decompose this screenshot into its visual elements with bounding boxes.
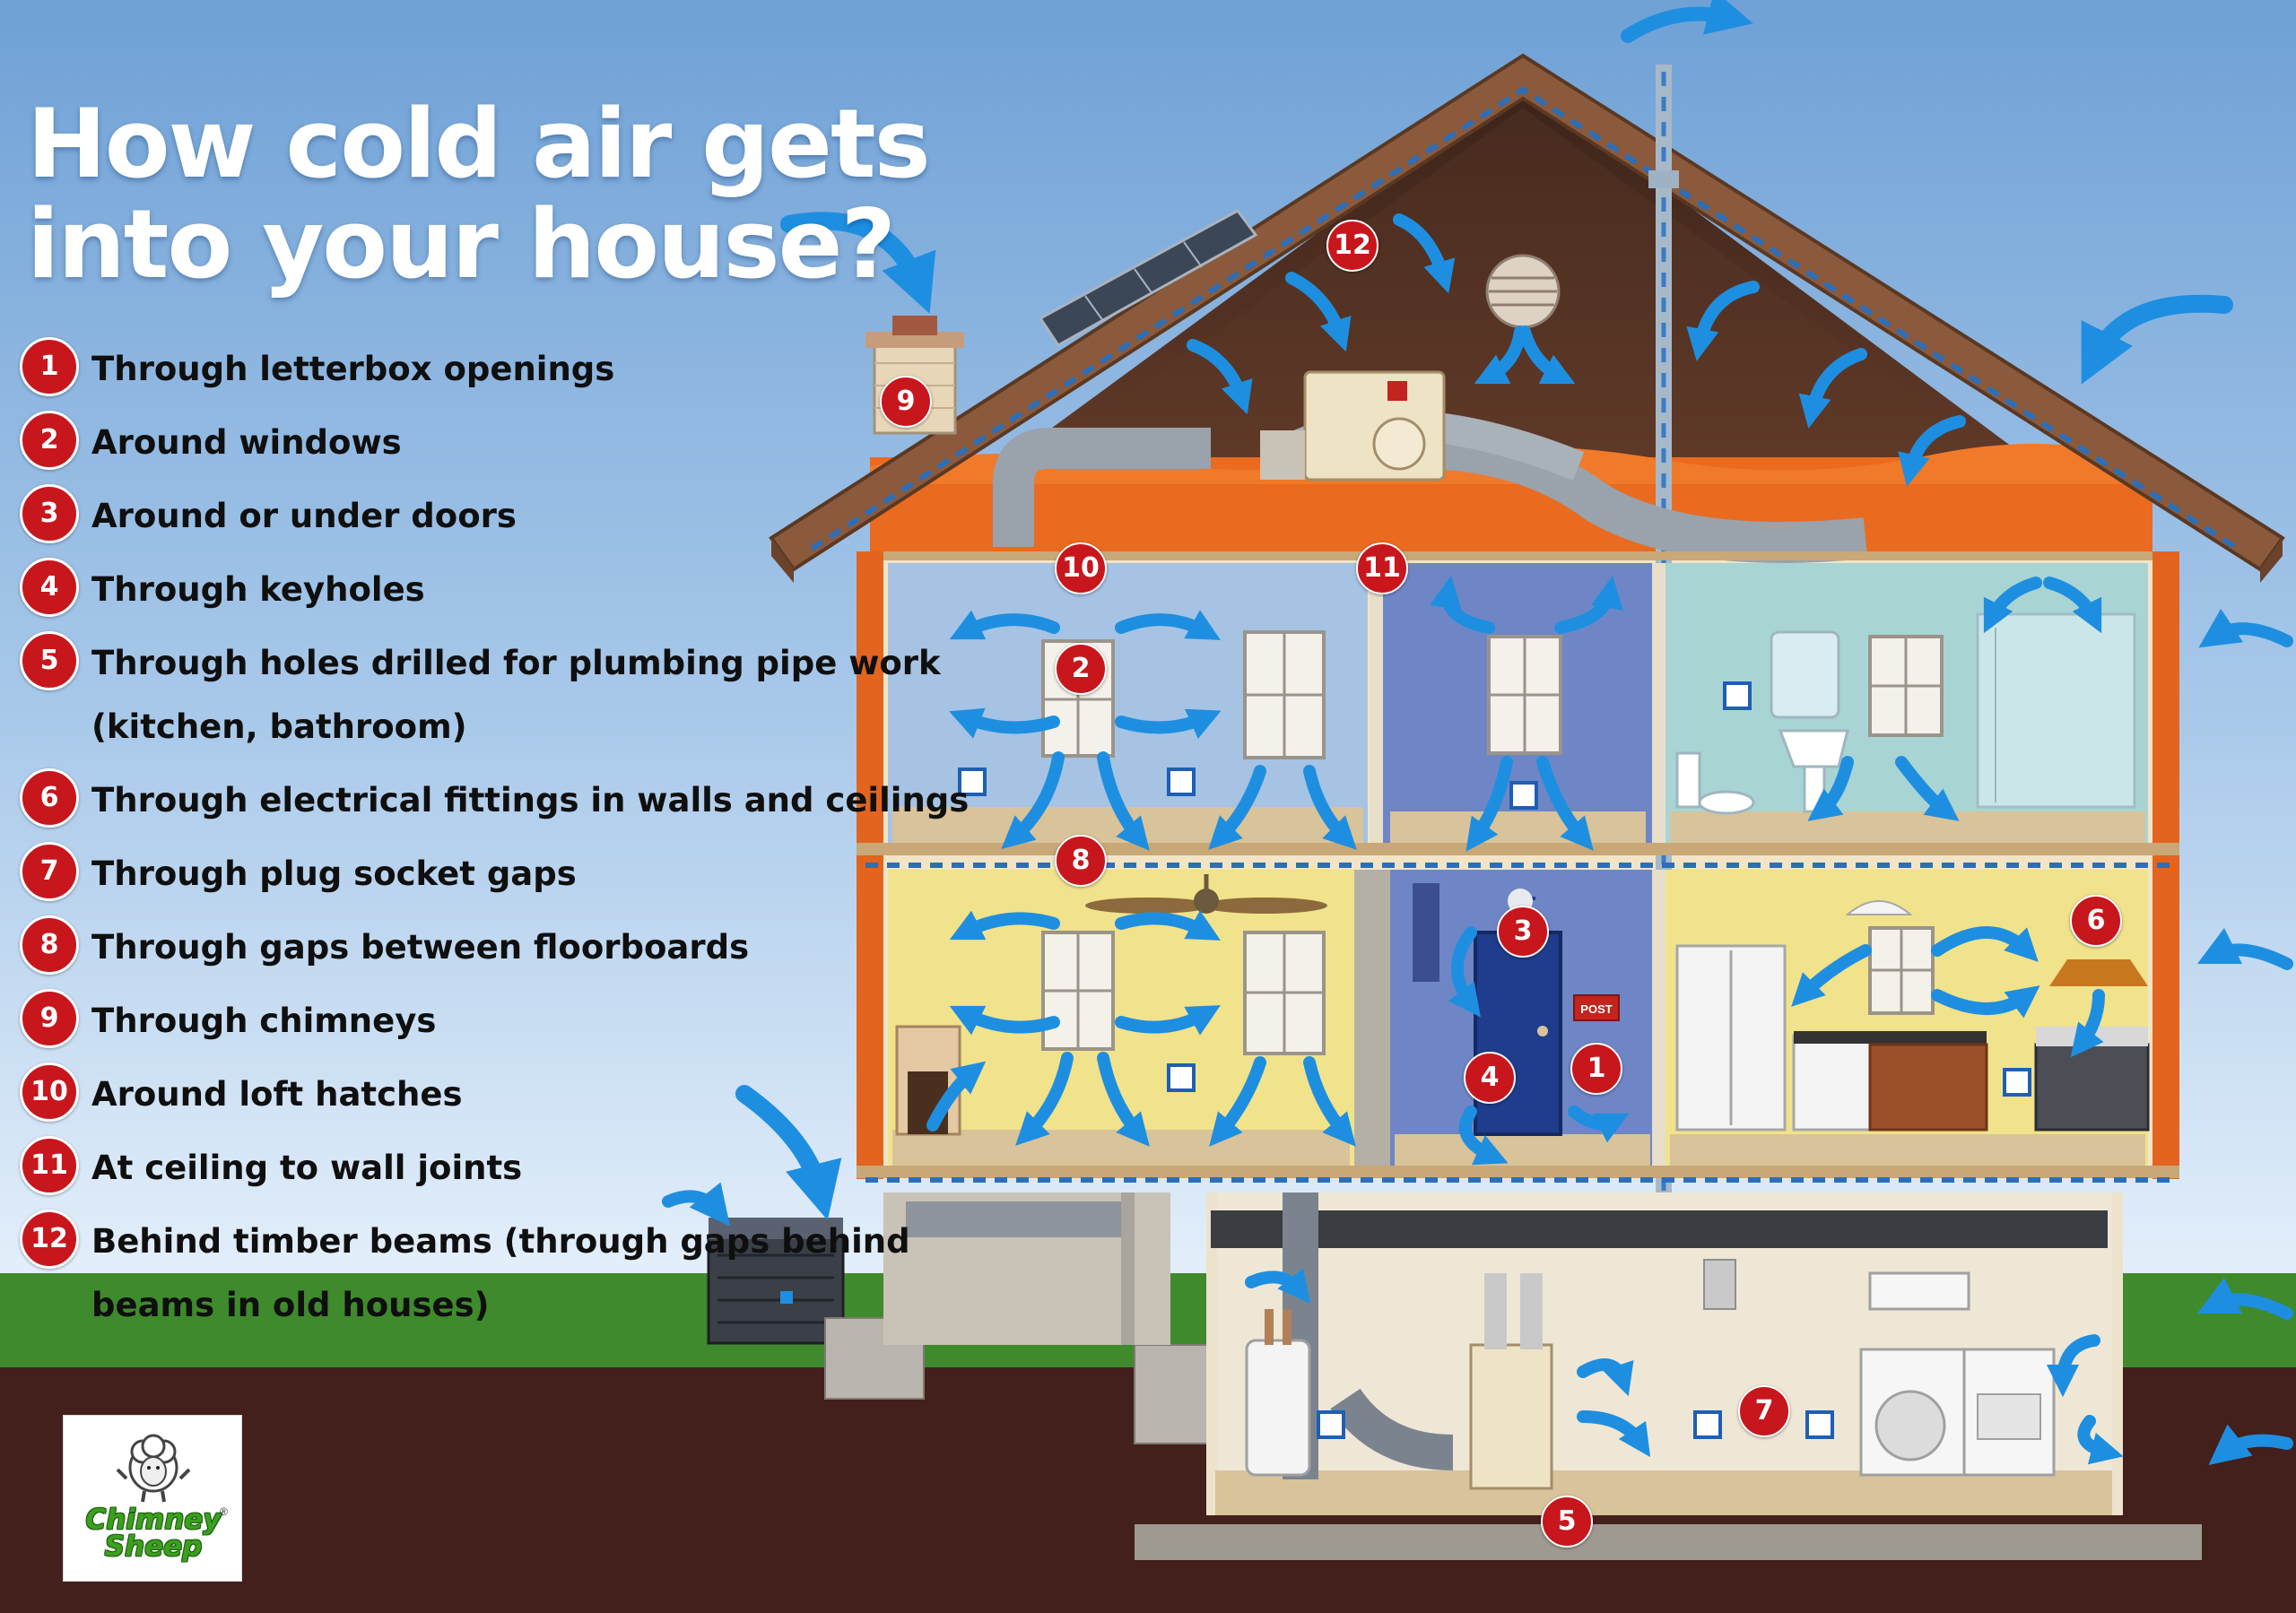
ceiling-fan [1085,874,1327,914]
legend-item: 6 Through electrical fittings in walls an… [20,768,969,832]
legend-number-badge: 4 [20,558,79,617]
washer-dryer [1859,1348,2056,1477]
house-badge-7: 7 [1738,1385,1790,1437]
legend-item: 3 Around or under doors [20,484,827,548]
house-badge-4: 4 [1464,1052,1516,1104]
legend-text: Behind timber beams (through gaps behind [91,1222,910,1261]
front-door [1474,931,1562,1136]
brand-logo: Chimney Sheep ® [63,1415,242,1582]
house-badge-5: 5 [1541,1496,1593,1548]
logo-text-line-1: Chimney [85,1504,222,1536]
plug-sockets [958,681,2031,1439]
house-badge-11: 11 [1356,542,1408,594]
legend-text: Through plug socket gaps [91,854,577,893]
legend-item: 7 Through plug socket gaps [20,842,827,906]
legend-text: Around windows [91,423,402,462]
legend-text: Through holes drilled for plumbing pipe … [91,644,941,682]
furnace [1469,1273,1553,1490]
legend-text: Through gaps between floorboards [91,928,750,967]
legend-item: 1 Through letterbox openings [20,337,827,401]
page-title: How cold air gets into your house? [27,89,931,299]
legend-item: 11 At ceiling to wall joints [20,1136,827,1200]
mail-slot-label: POST [1580,1002,1612,1016]
legend-number-badge: 11 [20,1136,79,1195]
legend-number-badge: 7 [20,842,79,901]
legend-number-badge: 3 [20,484,79,543]
page-title-line-2: into your house? [27,189,896,299]
logo-text-line-2: Sheep [104,1531,203,1563]
letterbox: POST [1573,994,1620,1021]
legend-text: Through electrical fittings in walls and… [91,781,970,820]
legend-number-badge: 10 [20,1062,79,1122]
legend-number-badge: 8 [20,915,79,975]
legend-text-continued: beams in old houses) [91,1286,490,1324]
legend-text: Around loft hatches [91,1075,463,1114]
water-heater [1245,1309,1311,1477]
air-flow-arrows [662,0,2293,1465]
sheep-icon [116,1434,191,1503]
registered-mark: ® [220,1505,228,1518]
house-badge-9: 9 [880,376,932,428]
legend-text-continued: (kitchen, bathroom) [91,707,467,746]
legend-item: 9 Through chimneys [20,989,827,1053]
legend-number-badge: 2 [20,411,79,470]
house-badge-12: 12 [1326,220,1378,272]
attic-ductwork [993,370,1868,563]
legend-item: 10 Around loft hatches [20,1062,827,1126]
legend-text: Through letterbox openings [91,350,615,388]
legend-number-badge: 5 [20,631,79,690]
solar-panel [1038,209,1258,347]
legend-number-badge: 12 [20,1210,79,1269]
legend: 1 Through letterbox openings 2 Around wind… [20,337,969,1347]
legend-text: Around or under doors [91,497,517,535]
legend-item: 12 Behind timber beams (through gaps behi… [20,1210,910,1337]
bathroom-fixtures [1675,612,2136,815]
house-badge-3: 3 [1497,906,1549,958]
house-badge-2: 2 [1055,643,1107,695]
legend-text: Through chimneys [91,1002,437,1040]
legend-number-badge: 6 [20,768,79,828]
house-badge-6: 6 [2070,895,2122,947]
legend-item: 4 Through keyholes [20,558,827,621]
legend-item: 2 Around windows [20,411,827,474]
house-badge-1: 1 [1570,1043,1622,1095]
legend-number-badge: 9 [20,989,79,1048]
kitchen-appliances [1675,900,2150,1132]
legend-item: 8 Through gaps between floorboards [20,915,827,979]
legend-number-badge: 1 [20,337,79,396]
legend-text: Through keyholes [91,570,425,609]
house-badge-10: 10 [1055,542,1107,594]
legend-item: 5 Through holes drilled for plumbing pipe… [20,631,941,759]
legend-text: At ceiling to wall joints [91,1149,523,1187]
page-title-line-1: How cold air gets [27,89,931,199]
ac-unit [707,1218,845,1345]
house-badge-8: 8 [1055,835,1107,887]
